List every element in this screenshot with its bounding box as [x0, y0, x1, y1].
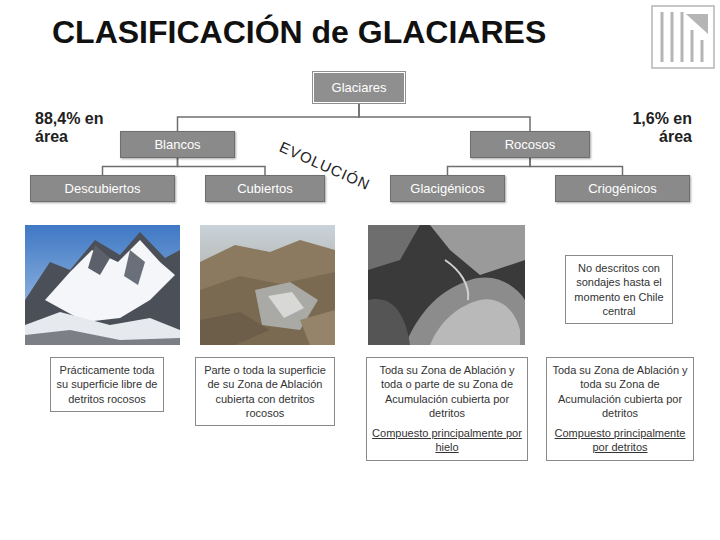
node-text: Toda su Zona de Ablación y toda su Zona … [551, 363, 689, 420]
node-text: Glaciares [318, 80, 400, 95]
tree-connector [530, 158, 623, 175]
node-text: Blancos [125, 137, 230, 152]
root-box: Glaciares [313, 72, 405, 103]
node-text: Prácticamente toda su superficie libre d… [55, 363, 159, 406]
node-text: Compuesto principalmente por hielo [371, 426, 523, 455]
category-box: Blancos [120, 131, 235, 158]
node-text: Cubiertos [210, 181, 320, 196]
description-box: Prácticamente toda su superficie libre d… [50, 357, 164, 412]
node-text: Parte o toda la superficie de su Zona de… [200, 363, 330, 420]
area-percentage: 88,4% en área [35, 110, 115, 147]
slide-title: CLASIFICACIÓN de GLACIARES [52, 14, 546, 51]
description-box: Parte o toda la superficie de su Zona de… [195, 357, 335, 426]
type-box: Descubiertos [30, 175, 175, 202]
area-percentage: 1,6% en área [606, 110, 692, 147]
description-box: Toda su Zona de Ablación y toda su Zona … [546, 357, 694, 461]
type-box: Criogénicos [555, 175, 690, 202]
photo-covered-glacier [200, 225, 335, 345]
tree-connector [448, 158, 531, 175]
tree-connector [359, 103, 530, 131]
tree-connector [178, 158, 266, 175]
tree-connector [103, 158, 178, 175]
node-text: No descritos con sondajes hasta el momen… [570, 261, 668, 318]
node-text: Compuesto principalmente por detritos [551, 426, 689, 455]
logo [652, 6, 714, 68]
photo-uncovered-glacier [25, 225, 180, 345]
type-box: Glacigénicos [390, 175, 505, 202]
category-box: Rocosos [470, 131, 590, 158]
node-text: Rocosos [475, 137, 585, 152]
tree-connector [178, 103, 360, 131]
note-box: No descritos con sondajes hasta el momen… [565, 255, 673, 324]
photo-glacigenic-rock-glacier [368, 225, 525, 345]
node-text: Toda su Zona de Ablación y toda o parte … [371, 363, 523, 420]
node-text: Glacigénicos [395, 181, 500, 196]
description-box: Toda su Zona de Ablación y toda o parte … [366, 357, 528, 461]
node-text: Descubiertos [35, 181, 170, 196]
type-box: Cubiertos [205, 175, 325, 202]
node-text: Criogénicos [560, 181, 685, 196]
